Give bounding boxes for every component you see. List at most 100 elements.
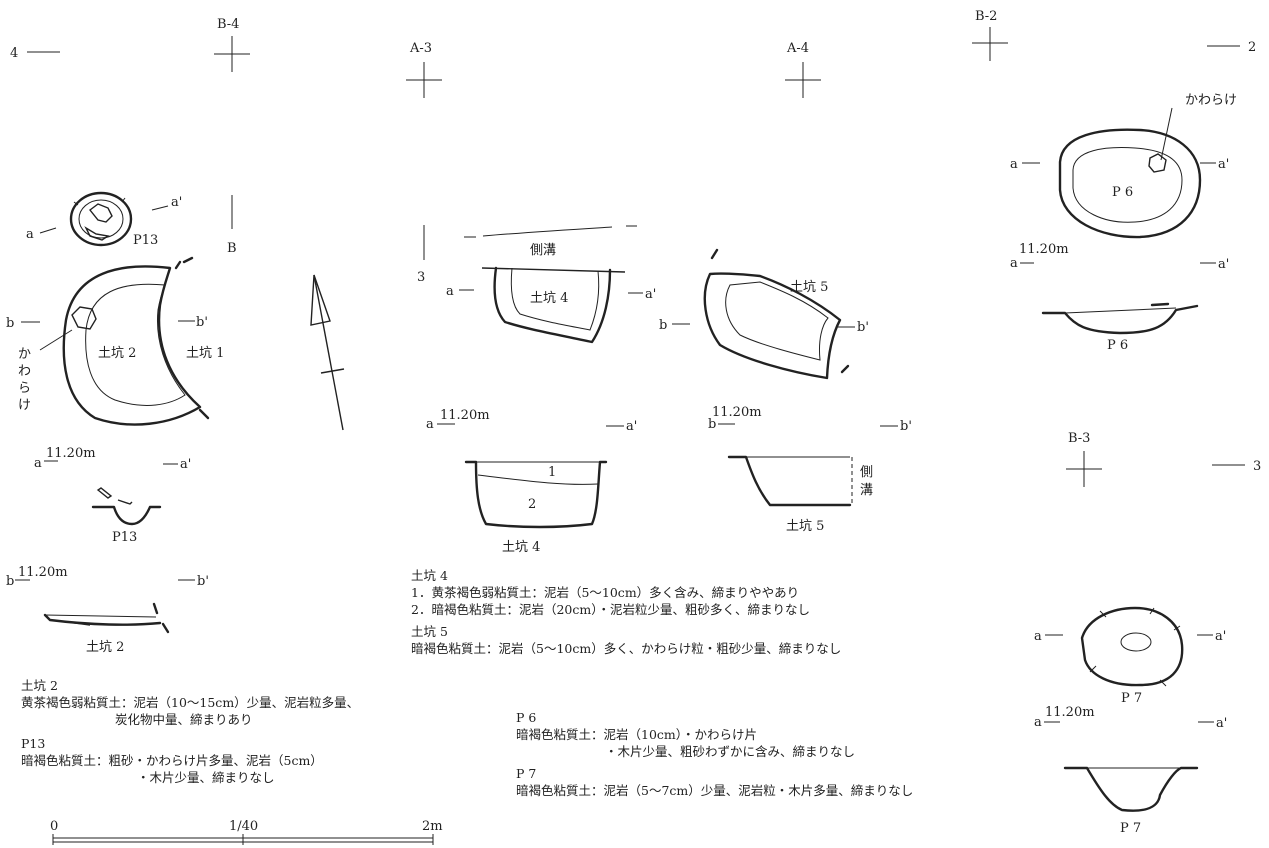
grid-line-3-left: 3 bbox=[417, 225, 425, 285]
pit5-plan-label: 土坑 5 bbox=[790, 280, 828, 295]
p7-plan-label: P 7 bbox=[1121, 691, 1142, 706]
pit2-section-label: 土坑 2 bbox=[86, 640, 124, 655]
note-line: 1．黄茶褐色弱粘質土：泥岩（5～10cm）多く含み、締まりややあり bbox=[411, 585, 799, 600]
section-mark-a: a bbox=[1034, 629, 1042, 644]
pit2-plan: b b' 土坑 2 土坑 1 か わ ら け bbox=[6, 256, 224, 426]
p13-plan: a a' P13 bbox=[26, 191, 182, 248]
side-ditch-char: 側 bbox=[860, 465, 873, 480]
scale-zero: 0 bbox=[50, 819, 58, 834]
section-mark-a: a bbox=[426, 417, 434, 432]
note-line: ・木片少量、締まりなし bbox=[137, 770, 275, 785]
grid-point-a4: A-4 bbox=[785, 41, 821, 98]
pit4-plan: 側溝 a a' 土坑 4 bbox=[446, 225, 656, 344]
section-mark-a-prime: a' bbox=[645, 287, 656, 302]
section-mark-a: a bbox=[1034, 715, 1042, 730]
pit1-plan-label: 土坑 1 bbox=[186, 346, 224, 361]
section-mark-a-prime: a' bbox=[626, 419, 637, 434]
p6-section-label: P 6 bbox=[1107, 338, 1128, 353]
section-mark-b: b bbox=[708, 417, 716, 432]
grid-line-3-right: 3 bbox=[1212, 459, 1261, 474]
section-mark-a: a bbox=[1010, 157, 1018, 172]
grid-line-b: B bbox=[227, 195, 237, 256]
grid-line-2-right: 2 bbox=[1207, 40, 1256, 55]
note-title: 土坑 4 bbox=[411, 568, 448, 583]
section-mark-a-prime: a' bbox=[1216, 716, 1227, 731]
side-ditch-char: 溝 bbox=[860, 483, 873, 498]
grid-point-label: A-3 bbox=[409, 41, 432, 56]
section-mark-a-prime: a' bbox=[1218, 257, 1229, 272]
section-mark-b: b bbox=[6, 316, 14, 331]
pit2-section: b 11.20m b' 土坑 2 bbox=[6, 565, 209, 655]
elevation-label: 11.20m bbox=[46, 446, 96, 461]
pit4-section: a 11.20m a' 1 2 土坑 4 bbox=[426, 408, 637, 555]
p6-section: a 11.20m a' P 6 bbox=[1010, 242, 1229, 353]
grid-point-label: B-2 bbox=[975, 9, 997, 24]
pit5-plan: b b' 土坑 5 bbox=[659, 248, 869, 380]
p7-section-label: P 7 bbox=[1120, 821, 1141, 836]
section-mark-b-prime: b' bbox=[857, 320, 869, 335]
elevation-label: 11.20m bbox=[1045, 705, 1095, 720]
note-line: 暗褐色粘質土：粗砂・かわらけ片多量、泥岩（5cm） bbox=[21, 753, 323, 768]
note-title: P13 bbox=[21, 736, 45, 751]
section-mark-a-prime: a' bbox=[180, 457, 191, 472]
side-ditch-label: 側溝 bbox=[530, 243, 556, 258]
pit4-pit5-notes: 土坑 4 1．黄茶褐色弱粘質土：泥岩（5～10cm）多く含み、締まりややあり 2… bbox=[411, 568, 841, 656]
note-line: 2．暗褐色粘質土：泥岩（20cm）・泥岩粒少量、粗砂多く、締まりなし bbox=[411, 602, 810, 617]
scale-ratio: 1/40 bbox=[229, 819, 258, 834]
scale-max: 2m bbox=[422, 819, 443, 834]
section-mark-b: b bbox=[659, 318, 667, 333]
p6-plan-label: P 6 bbox=[1112, 185, 1133, 200]
kawarake-label-char: わ bbox=[18, 364, 31, 379]
kawarake-label-char: か bbox=[18, 347, 31, 362]
section-mark-a-prime: a' bbox=[1215, 629, 1226, 644]
grid-line-label: B bbox=[227, 241, 237, 256]
elevation-label: 11.20m bbox=[712, 405, 762, 420]
section-mark-a: a bbox=[26, 227, 34, 242]
pit2-p13-notes: 土坑 2 黄茶褐色弱粘質土：泥岩（10～15cm）少量、泥岩粒多量、 炭化物中量… bbox=[21, 678, 359, 785]
p6-plan: かわらけ a a' P 6 bbox=[1010, 93, 1237, 239]
north-arrow-icon bbox=[310, 274, 345, 431]
grid-line-label: 4 bbox=[10, 46, 18, 61]
p13-section-label: P13 bbox=[112, 530, 137, 545]
note-title: 土坑 2 bbox=[21, 678, 58, 693]
grid-point-b4: B-4 bbox=[214, 17, 250, 72]
section-mark-b-prime: b' bbox=[196, 315, 208, 330]
note-line: ・木片少量、粗砂わずかに含み、締まりなし bbox=[605, 744, 855, 759]
section-mark-a: a bbox=[1010, 256, 1018, 271]
note-title: 土坑 5 bbox=[411, 624, 448, 639]
section-mark-a: a bbox=[446, 284, 454, 299]
p7-plan: a a' P 7 bbox=[1034, 606, 1226, 706]
grid-line-4-left: 4 bbox=[10, 46, 60, 61]
grid-point-label: A-4 bbox=[786, 41, 809, 56]
section-mark-a-prime: a' bbox=[1218, 157, 1229, 172]
section-mark-b: b bbox=[6, 574, 14, 589]
pit2-plan-label: 土坑 2 bbox=[98, 346, 136, 361]
note-title: P 6 bbox=[516, 710, 536, 725]
kawarake-label-char: ら bbox=[18, 381, 31, 396]
grid-line-label: 3 bbox=[1253, 459, 1261, 474]
grid-point-a3: A-3 bbox=[406, 41, 442, 98]
elevation-label: 11.20m bbox=[18, 565, 68, 580]
note-line: 暗褐色粘質土：泥岩（10cm）・かわらけ片 bbox=[516, 727, 757, 742]
grid-point-b3: B-3 bbox=[1066, 431, 1102, 487]
note-line: 暗褐色粘質土：泥岩（5～10cm）多く、かわらけ粒・粗砂少量、締まりなし bbox=[411, 641, 841, 656]
pit4-layer-2-label: 2 bbox=[528, 497, 536, 512]
p13-plan-label: P13 bbox=[133, 233, 158, 248]
pit4-layer-1-label: 1 bbox=[548, 465, 556, 480]
scale-bar: 0 1/40 2m bbox=[50, 819, 443, 845]
p7-section: a 11.20m a' P 7 bbox=[1034, 705, 1227, 836]
grid-line-label: 2 bbox=[1248, 40, 1256, 55]
section-mark-b-prime: b' bbox=[197, 574, 209, 589]
p6-p7-notes: P 6 暗褐色粘質土：泥岩（10cm）・かわらけ片 ・木片少量、粗砂わずかに含み… bbox=[516, 710, 913, 798]
pit5-section-label: 土坑 5 bbox=[786, 519, 824, 534]
pit5-section: b 11.20m b' 側 溝 土坑 5 bbox=[708, 405, 912, 534]
kawarake-label-char: け bbox=[18, 398, 31, 413]
note-title: P 7 bbox=[516, 766, 536, 781]
pit4-plan-label: 土坑 4 bbox=[530, 291, 568, 306]
p13-section: a 11.20m a' P13 bbox=[34, 446, 191, 545]
grid-point-label: B-3 bbox=[1068, 431, 1090, 446]
pit4-section-label: 土坑 4 bbox=[502, 540, 540, 555]
elevation-label: 11.20m bbox=[440, 408, 490, 423]
